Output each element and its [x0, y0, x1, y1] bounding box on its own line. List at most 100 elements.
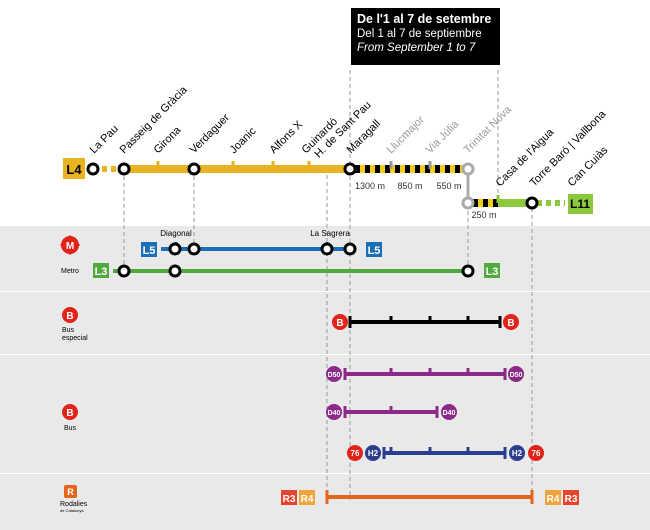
bus-section — [0, 355, 650, 473]
l5-badge-left-label: L5 — [143, 245, 156, 257]
guide-lines — [123, 70, 533, 500]
r4-badge-right — [545, 490, 561, 505]
bus-special-badge-right — [503, 314, 519, 330]
l4-badge-label: L4 — [66, 162, 82, 177]
bus-special-badge-left — [332, 314, 348, 330]
label-trinitat-nova: Trinitat Nova — [462, 103, 515, 156]
bus-special-logo — [62, 307, 78, 323]
bus-76-badge-left-label: 76 — [351, 449, 360, 458]
l4-line — [93, 161, 468, 173]
bus-76-badge-right-label: 76 — [532, 449, 541, 458]
bus-label: Bus — [64, 425, 77, 432]
label-verdaguer: Verdaguer — [188, 112, 233, 157]
r4-badge-left — [299, 490, 315, 505]
bus-special-ticks — [348, 316, 502, 328]
rodalies-section — [0, 474, 650, 530]
l5-station-la-sagrera[interactable] — [320, 242, 334, 256]
label-casa-de-laigua: Casa de l'Aigua — [494, 126, 557, 189]
d50-badge-left-label: D50 — [328, 372, 341, 379]
la-sagrera-label: La Sagrera — [310, 229, 350, 238]
d40-ticks — [343, 406, 439, 418]
h2-badge-left — [365, 445, 381, 461]
distance-3: 550 m — [436, 181, 461, 191]
metro-logo: M — [60, 235, 80, 255]
d50-ticks — [343, 368, 507, 380]
station-la-pau[interactable] — [86, 162, 100, 176]
d40-badge-right-label: D40 — [443, 410, 456, 417]
l11-line — [468, 195, 565, 207]
date-notice: De l'1 al 7 de setembre Del 1 al 7 de se… — [351, 8, 500, 65]
label-joanic: Joanic — [228, 125, 259, 156]
l11-badge-label: L11 — [570, 197, 590, 211]
diagonal-label: Diagonal — [160, 229, 192, 238]
label-la-pau: La Pau — [88, 123, 121, 156]
h2-badge-right-label: H2 — [512, 449, 523, 458]
d40-badge-right — [441, 404, 457, 420]
rodalies-ticks — [325, 490, 534, 504]
label-llucmajor: Llucmajor — [385, 114, 427, 156]
h2-ticks — [382, 447, 507, 459]
metro-logo-letter: M — [66, 241, 74, 252]
bus-special-label-2: especial — [62, 335, 88, 342]
l3-badge-left-label: L3 — [95, 266, 108, 278]
bus-76-badge-right — [528, 445, 544, 461]
distance-2: 850 m — [397, 181, 422, 191]
l4-badge — [63, 158, 85, 179]
h2-badge-left-label: H2 — [368, 449, 379, 458]
notice-catalan: De l'1 al 7 de setembre — [357, 12, 492, 26]
label-guinardo: Guinardó H. de Sant Pau — [300, 91, 374, 165]
station-trinitat-nova-l11[interactable] — [461, 196, 475, 210]
r3-badge-left — [281, 490, 297, 505]
r4-badge-right-label: R4 — [547, 494, 560, 505]
distance-1: 1300 m — [355, 181, 385, 191]
l11-station-names: Casa de l'Aigua Torre Baró | Vallbona Ca… — [494, 108, 611, 189]
bus-special-section — [0, 292, 650, 354]
label-alfons-x: Alfons X — [268, 118, 306, 156]
l4-station-markers — [86, 162, 475, 176]
r3-badge-left-label: R3 — [283, 494, 296, 505]
l3-badge-right-label: L3 — [486, 266, 499, 278]
bus-special-badge-right-label: B — [507, 318, 514, 329]
l5-badge-left — [141, 242, 157, 257]
distance-4: 250 m — [471, 210, 496, 220]
l3-station-passeig-de-gracia[interactable] — [117, 264, 131, 278]
l3-station-trinitat-nova[interactable] — [461, 264, 475, 278]
label-girona: Girona — [152, 124, 184, 156]
r4-badge-left-label: R4 — [301, 494, 314, 505]
bus-logo — [62, 404, 78, 420]
r3-badge-right-label: R3 — [565, 494, 578, 505]
notice-spanish: Del 1 al 7 de septiembre — [357, 28, 482, 40]
bus-logo-letter: B — [66, 408, 73, 419]
metro-section — [0, 226, 650, 291]
rodalies-logo — [64, 485, 77, 498]
bus-special-logo-letter: B — [66, 311, 73, 322]
l5-badge-right-label: L5 — [368, 245, 381, 257]
l5-station-diagonal[interactable] — [168, 242, 182, 256]
l5-station-verdaguer[interactable] — [187, 242, 201, 256]
bus-special-label-1: Bus — [62, 327, 75, 334]
d50-badge-left — [326, 366, 342, 382]
bus-special-label: Bus especial — [62, 327, 88, 342]
rodalies-logo-letter: R — [67, 487, 74, 497]
l3-station-diagonal[interactable] — [168, 264, 182, 278]
station-verdaguer[interactable] — [187, 162, 201, 176]
rodalies-sublabel: de Catalunya — [60, 508, 84, 513]
bus-76-badge-left — [347, 445, 363, 461]
d50-badge-right-label: D50 — [510, 372, 523, 379]
bus-special-badge-left-label: B — [336, 318, 343, 329]
rodalies-label: Rodalies — [60, 501, 88, 508]
station-trinitat-nova[interactable] — [461, 162, 475, 176]
station-torre-baro[interactable] — [525, 196, 539, 210]
d40-badge-left — [326, 404, 342, 420]
h2-badge-right — [509, 445, 525, 461]
distance-labels: 1300 m 850 m 550 m 250 m — [355, 181, 497, 220]
label-via-julia: Via Júlia — [424, 118, 462, 156]
metro-label: Metro — [61, 268, 79, 275]
r3-badge-right — [563, 490, 579, 505]
l5-station-maragall[interactable] — [343, 242, 357, 256]
l4-station-names: La Pau Passeig de Gràcia Girona Verdague… — [88, 83, 515, 165]
l3-badge-right — [484, 263, 500, 278]
station-passeig-de-gracia[interactable] — [117, 162, 131, 176]
station-maragall[interactable] — [343, 162, 357, 176]
